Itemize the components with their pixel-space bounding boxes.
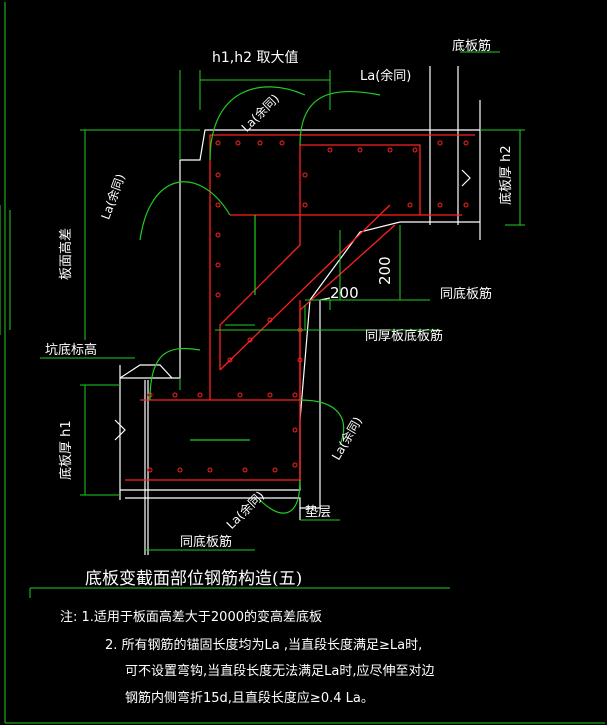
label-la-left-top: La(余同) — [238, 91, 282, 135]
rebar-lines — [125, 134, 475, 481]
note-line-3: 可不设置弯钩,当直段长度无法满足La时,应尽伸至对边 — [125, 664, 435, 679]
concrete-outline — [114, 66, 481, 555]
label-dim-200-v: 200 — [376, 256, 394, 285]
rebar-dots — [147, 140, 469, 473]
label-la-top: La(余同) — [360, 68, 411, 84]
label-same-thick-bottom-rebar: 同厚板底板筋 — [365, 328, 443, 344]
note-line-1: 注: 1.适用于板面高差大于2000的变高差底板 — [60, 610, 322, 625]
label-pit-bottom-elev: 坑底标高 — [45, 342, 97, 358]
anchorage-curves — [139, 86, 381, 514]
dimension-lines — [9, 51, 525, 598]
label-la-left-mid: La(余同) — [97, 172, 127, 222]
label-dim-200-h: 200 — [330, 284, 359, 302]
drawing-labels: h1,h2 取大值 底板筋 La(余同) La(余同) La(余同) 底板厚 h… — [45, 38, 514, 550]
note-line-2: 2. 所有钢筋的锚固长度均为La ,当直段长度满足≥La时, — [105, 638, 423, 653]
note-line-4: 钢筋内侧弯折15d,且直段长度应≥0.4 La。 — [125, 691, 374, 706]
label-same-bottom-rebar-low: 同底板筋 — [180, 534, 232, 550]
label-elev-diff: 板面高差 — [58, 228, 74, 280]
label-la-bottom: La(余同) — [223, 488, 267, 532]
label-la-right-low: La(余同) — [328, 414, 365, 463]
label-thickness-h1: 底板厚 h1 — [58, 420, 74, 480]
label-bottom-rebar-top: 底板筋 — [452, 38, 491, 54]
label-h1h2: h1,h2 取大值 — [212, 50, 298, 66]
label-same-bottom-rebar-right: 同底板筋 — [440, 286, 492, 302]
drawing-title: 底板变截面部位钢筋构造(五) — [85, 569, 303, 589]
label-cushion: 垫层 — [305, 504, 331, 520]
label-thickness-h2: 底板厚 h2 — [498, 145, 514, 205]
